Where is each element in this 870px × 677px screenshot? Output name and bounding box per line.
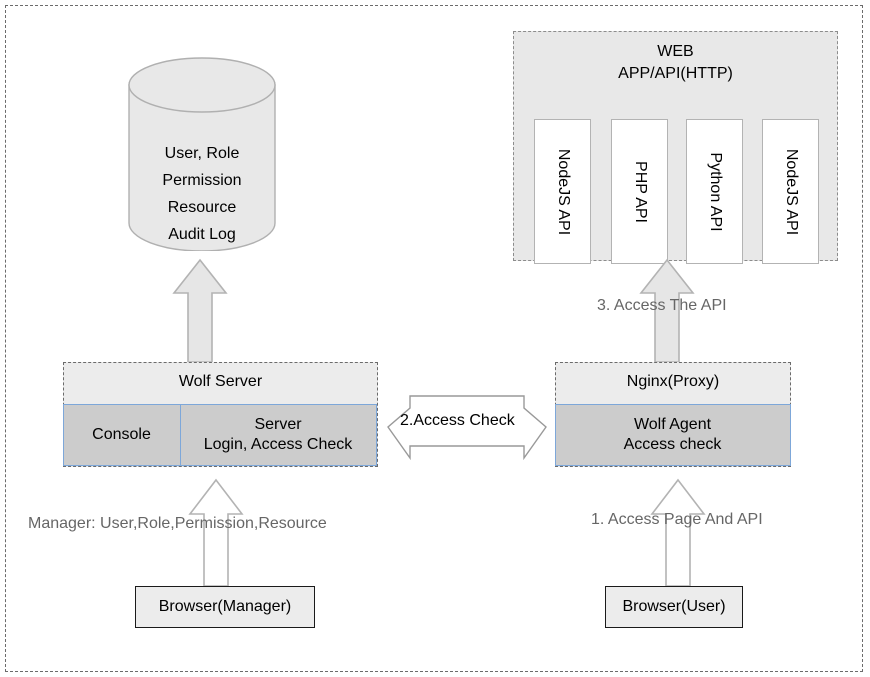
db-line-1: User, Role [164,145,240,162]
api-box-label: NodeJS API [782,148,800,235]
db-line-2: Permission [162,172,242,189]
wolf-server-body: Console Server Login, Access Check [62,404,378,466]
nginx-header: Nginx(Proxy) [626,373,720,390]
wolf-server-core-cell[interactable]: Server Login, Access Check [179,404,377,466]
web-title-line-2: APP/API(HTTP) [618,65,733,82]
arrow-browser-user-to-nginx [650,478,706,587]
browser-user-box[interactable]: Browser(User) [605,586,743,628]
api-box-nodejs-2[interactable]: NodeJS API [762,119,819,264]
browser-manager-box[interactable]: Browser(Manager) [135,586,315,628]
wolf-server-block: Wolf Server Console Server Login, Access… [62,362,378,467]
flow-label-access-page-and-api: 1. Access Page And API [591,511,763,528]
wolf-console-label: Console [92,426,151,443]
browser-manager-label: Browser(Manager) [158,598,292,615]
web-app-api-title: WEB APP/API(HTTP) [514,41,837,85]
nginx-proxy-block: Nginx(Proxy) Wolf Agent Access check [554,362,791,467]
browser-user-label: Browser(User) [622,598,726,615]
wolf-server-core-line-2: Login, Access Check [203,436,353,453]
api-box-php[interactable]: PHP API [611,119,668,264]
flow-label-manager-scope: Manager: User,Role,Permission,Resource [28,515,327,532]
wolf-server-header: Wolf Server [178,373,263,390]
wolf-agent-line-1: Wolf Agent [633,416,712,433]
api-box-label: NodeJS API [554,148,572,235]
db-line-4: Audit Log [168,226,236,243]
wolf-agent-label: Wolf Agent Access check [624,415,722,455]
web-app-api-container: WEB APP/API(HTTP) NodeJS API PHP API Pyt… [513,31,838,264]
api-box-label: PHP API [631,160,649,223]
cylinder-shape [128,57,276,251]
wolf-agent-cell[interactable]: Wolf Agent Access check [554,404,791,466]
wolf-console-cell[interactable]: Console [62,404,181,466]
arrow-browser-manager-to-wolf-server [188,478,244,587]
web-title-line-1: WEB [657,43,694,60]
database-cylinder: User, Role Permission Resource Audit Log [128,57,276,251]
api-box-nodejs-1[interactable]: NodeJS API [534,119,591,264]
arrow-access-check-bidirectional [387,395,547,460]
wolf-server-core-label: Server Login, Access Check [204,415,353,455]
db-line-3: Resource [167,199,237,216]
outer-dashed-frame [5,5,863,672]
api-box-python[interactable]: Python API [686,119,743,264]
wolf-agent-line-2: Access check [623,436,722,453]
flow-label-access-check: 2.Access Check [400,412,515,429]
flow-label-access-the-api: 3. Access The API [597,297,727,314]
api-box-label: Python API [706,151,724,232]
arrow-wolf-server-to-database [172,258,228,363]
wolf-server-core-line-1: Server [254,416,302,433]
